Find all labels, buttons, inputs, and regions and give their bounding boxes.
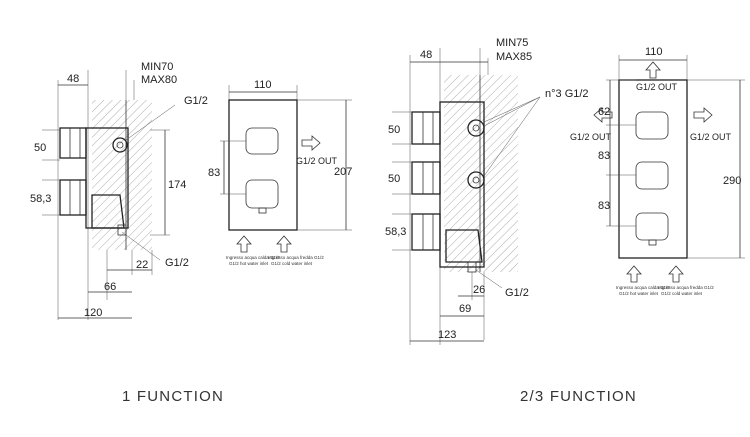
dim-174: 174 [168, 179, 186, 191]
title-one-function: 1 FUNCTION [122, 388, 224, 405]
dim-123: 123 [438, 329, 456, 341]
dim-62: 62 [598, 106, 610, 118]
g12-top-label: G1/2 [184, 95, 208, 107]
inlet-hot-line2-right: G1/2 hot water inlet [619, 291, 659, 296]
cold-inlet-arrow-icon [276, 235, 292, 253]
inlet-cold-line1: Ingresso acqua fredda G1/2 [268, 255, 324, 260]
title-three-function: 2/3 FUNCTION [520, 388, 637, 405]
dim-83: 83 [208, 167, 220, 179]
inlet-hot-line2: G1/2 hot water inlet [229, 261, 269, 266]
dim-110: 110 [254, 79, 272, 91]
dim-58-3-right: 58,3 [385, 226, 406, 238]
dim-66: 66 [104, 281, 116, 293]
inlet-cold-line2-right: G1/2 cold water inlet [661, 291, 703, 296]
cold-inlet-arrow-icon-right [668, 265, 684, 283]
g12-bottom-label: G1/2 [165, 257, 189, 269]
hot-inlet-arrow-icon-right [626, 265, 642, 283]
dim-48: 48 [67, 73, 79, 85]
out-top-arrow-icon [645, 61, 661, 79]
dim-69: 69 [459, 303, 471, 315]
dim-22: 22 [136, 259, 148, 271]
out-top-label: G1/2 OUT [636, 82, 678, 92]
inlet-hot-line1-right: Ingresso acqua calda G1/2 [616, 285, 670, 290]
out-arrow-icon [301, 135, 321, 151]
dim-110-right: 110 [645, 46, 663, 58]
dim-50a: 50 [388, 124, 400, 136]
dim-50: 50 [34, 142, 46, 154]
dim-207: 207 [334, 166, 352, 178]
inlet-cold-line1-right: Ingresso acqua fredda G1/2 [658, 285, 714, 290]
knob-top [635, 111, 669, 140]
dim-58-3: 58,3 [30, 193, 51, 205]
one-function-front-view: 110 83 G1/2 OUT 207 Ingresso acqua calda… [208, 79, 352, 266]
knob-bottom [635, 212, 669, 241]
dim-120: 120 [84, 307, 102, 319]
inlet-cold-line2: G1/2 cold water inlet [271, 261, 313, 266]
three-function-front-view: 110 G1/2 OUT 62 G1/2 OUT G1/2 OUT 83 83 … [570, 46, 745, 296]
one-function-side-view: 48 MIN70 MAX80 G1/2 50 58,3 174 22 G1/2 … [30, 61, 208, 320]
hot-inlet-arrow-icon [236, 235, 252, 253]
out-right-label: G1/2 OUT [690, 132, 732, 142]
n3-g12-label: n°3 G1/2 [545, 88, 589, 100]
three-function-side-view: 48 MIN75 MAX85 n°3 G1/2 50 50 58,3 26 G1… [385, 37, 589, 345]
plate-right [618, 79, 688, 259]
knob-lower [245, 179, 279, 209]
out-left-label: G1/2 OUT [570, 132, 612, 142]
plate [228, 99, 298, 231]
dim-290: 290 [723, 175, 741, 187]
depth-max: MAX80 [141, 74, 177, 86]
depth-min-right: MIN75 [496, 37, 528, 49]
out-right-arrow-icon [693, 107, 713, 123]
knob-upper [245, 127, 279, 155]
dim-83a: 83 [598, 150, 610, 162]
dim-83b: 83 [598, 200, 610, 212]
dim-26: 26 [473, 284, 485, 296]
depth-max-right: MAX85 [496, 51, 532, 63]
knob-middle [635, 161, 669, 190]
out-label: G1/2 OUT [296, 156, 338, 166]
wall-hatch [92, 100, 152, 250]
inlet-hot-line1: Ingresso acqua calda G1/2 [226, 255, 280, 260]
out-left-arrow-icon [593, 107, 613, 123]
g12-bottom-right: G1/2 [505, 287, 529, 299]
dim-50b: 50 [388, 173, 400, 185]
depth-min: MIN70 [141, 61, 173, 73]
dim-48-right: 48 [420, 49, 432, 61]
